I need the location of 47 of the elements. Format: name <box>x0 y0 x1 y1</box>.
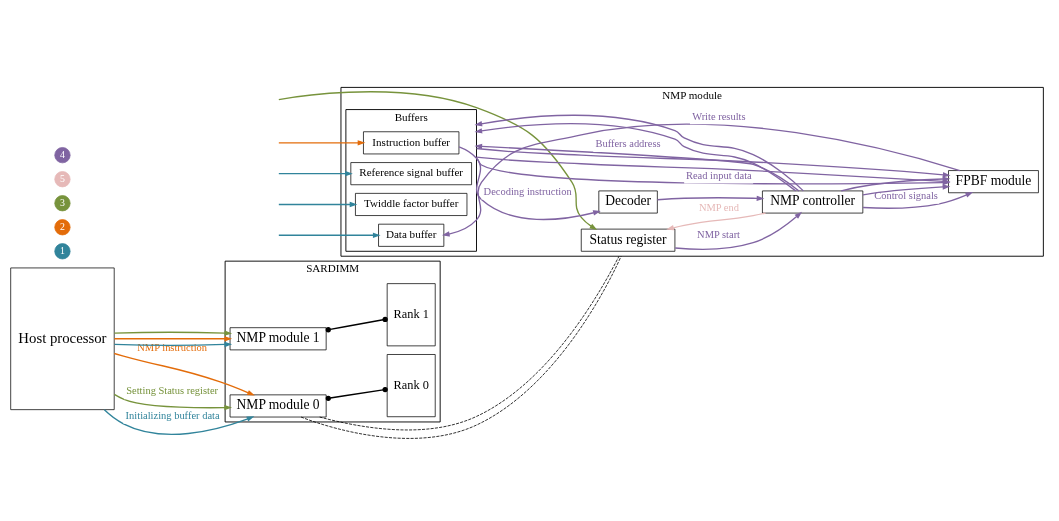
node-box: Host processor <box>10 267 115 410</box>
arrow <box>278 232 381 238</box>
node-box: NMP controller <box>762 190 864 214</box>
edge-label: NMP start <box>697 228 741 240</box>
arrow <box>666 212 767 231</box>
arrow <box>441 123 961 237</box>
arrow <box>674 211 803 251</box>
node-box: Data buffer <box>378 223 445 247</box>
edge-label: Initializing buffer data <box>125 409 220 421</box>
arrow <box>278 170 353 177</box>
node-box: NMP module 1 <box>229 327 327 351</box>
connector <box>325 316 388 333</box>
arrow <box>474 143 800 192</box>
arrow <box>278 201 358 208</box>
edge-label: Read input data <box>686 169 752 181</box>
node-box: Reference signal buffer <box>350 162 472 186</box>
arrow <box>862 192 974 209</box>
edge-label: Buffers address <box>595 138 661 150</box>
node-box: Status register <box>580 228 676 252</box>
edge-label: NMP end <box>698 201 739 213</box>
label: 4 <box>59 148 65 160</box>
edge-label: Control signals <box>874 189 938 201</box>
edge-label: Write results <box>692 110 746 122</box>
arrow <box>656 195 765 202</box>
label: 5 <box>59 172 65 184</box>
label: 1 <box>59 244 65 256</box>
edge-label: Setting Status register <box>126 385 219 397</box>
arrow <box>278 140 366 146</box>
arrow <box>113 330 233 336</box>
node-box: Decoder <box>598 190 658 214</box>
label: 2 <box>59 220 65 232</box>
connector <box>325 386 388 401</box>
node-box: Twiddle factor buffer <box>355 193 468 216</box>
node-box: FPBF module <box>948 170 1039 194</box>
label: 3 <box>59 196 65 208</box>
arrow <box>278 91 598 231</box>
arrow <box>458 146 601 221</box>
node-box: Rank 0 <box>386 354 436 418</box>
arrow <box>113 352 255 396</box>
node-box: Rank 1 <box>386 283 436 347</box>
arrow <box>862 184 951 196</box>
node-box: NMP module 0 <box>229 394 327 418</box>
arrow <box>113 336 233 342</box>
arrow <box>475 147 951 178</box>
node-box: Instruction buffer <box>363 131 460 155</box>
arrow <box>113 393 232 411</box>
edge-label: Decoding instruction <box>483 185 572 197</box>
